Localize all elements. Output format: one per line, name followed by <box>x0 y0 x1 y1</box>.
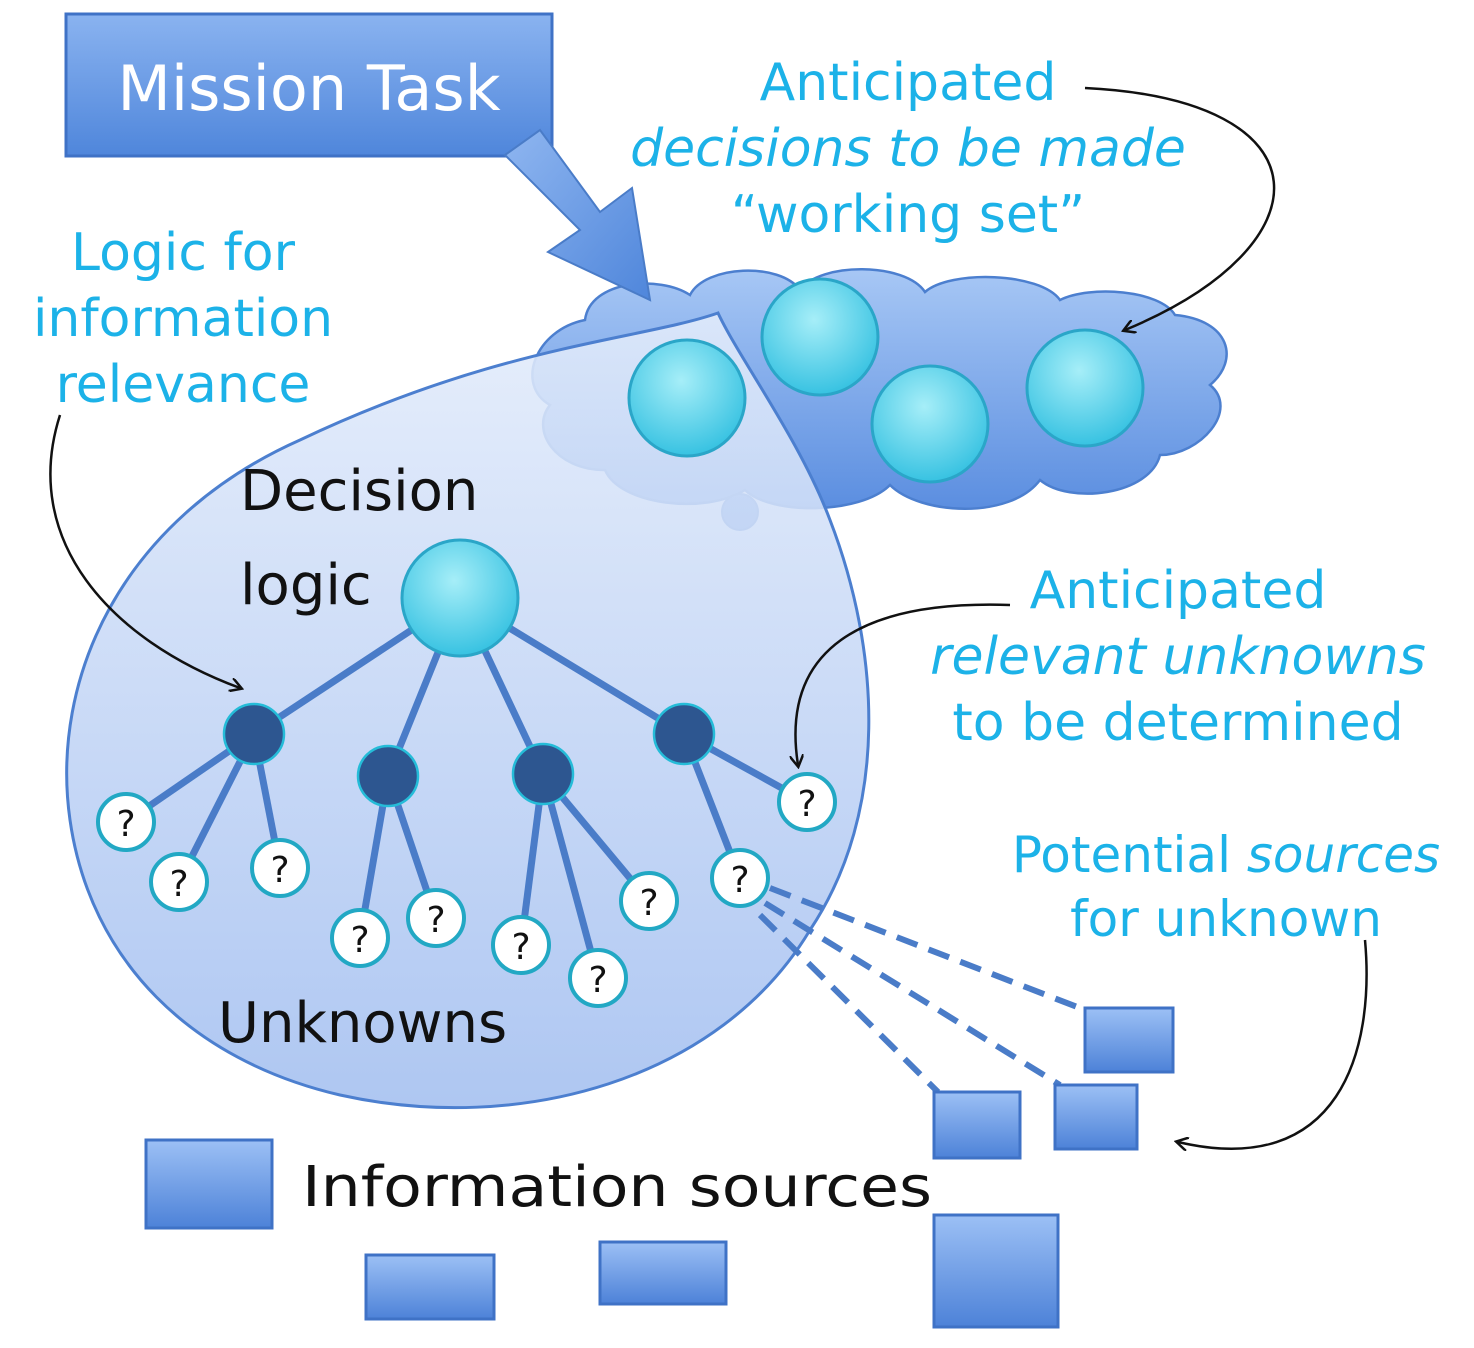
svg-text:Anticipated: Anticipated <box>1030 561 1327 621</box>
annotation-arrows <box>49 86 1368 1149</box>
svg-text:Potential sources: Potential sources <box>1012 826 1440 884</box>
information-source-box <box>1083 1006 1175 1074</box>
unknowns-annotation: Anticipated relevant unknowns to be dete… <box>930 561 1426 753</box>
svg-text:logic: logic <box>240 553 372 618</box>
unknowns-label: Unknowns <box>218 991 507 1056</box>
unknown-leaf: ? <box>330 908 390 968</box>
svg-text:relevant unknowns: relevant unknowns <box>930 627 1426 687</box>
legend-swatch <box>144 1138 274 1230</box>
mission-task-box: Mission Task <box>64 12 554 158</box>
root-decision-node <box>400 538 520 658</box>
svg-text:?: ? <box>350 920 369 961</box>
inner-node <box>356 744 420 808</box>
logic-annotation: Logic for information relevance <box>33 223 333 415</box>
decision-node <box>760 277 880 397</box>
decisions-annotation: Anticipated decisions to be made “workin… <box>630 53 1186 245</box>
unknown-leaf: ? <box>250 838 310 898</box>
inner-node <box>222 702 286 766</box>
svg-text:“working set”: “working set” <box>731 185 1085 245</box>
svg-text:?: ? <box>730 860 749 901</box>
information-source-box <box>932 1213 1060 1329</box>
unknown-leaves: ? ? ? ? ? ? ? ? ? ? <box>96 772 837 1008</box>
unknown-leaf: ? <box>777 772 837 832</box>
svg-text:for unknown: for unknown <box>1070 890 1382 948</box>
mission-task-label: Mission Task <box>117 52 500 125</box>
svg-text:?: ? <box>426 900 445 941</box>
unknown-leaf: ? <box>710 848 770 908</box>
information-source-box <box>598 1240 728 1306</box>
unknown-leaf: ? <box>96 792 156 852</box>
decision-logic-label: Decision logic <box>240 459 478 618</box>
svg-text:information: information <box>33 289 333 349</box>
svg-text:decisions to be made: decisions to be made <box>630 119 1186 179</box>
decision-node <box>870 364 990 484</box>
legend-label: Information sources <box>302 1155 932 1220</box>
sources-arrow <box>1178 939 1368 1149</box>
unknowns-arrow <box>795 603 1011 765</box>
decision-logic-bubble <box>65 311 871 1110</box>
svg-text:?: ? <box>797 784 816 825</box>
svg-text:?: ? <box>511 927 530 968</box>
information-source-box <box>932 1090 1022 1160</box>
information-source-boxes <box>144 1006 1175 1329</box>
unknown-leaf: ? <box>149 852 209 912</box>
svg-text:?: ? <box>116 804 135 845</box>
unknown-leaf: ? <box>568 948 628 1008</box>
svg-text:Decision: Decision <box>240 459 478 524</box>
svg-text:to be determined: to be determined <box>952 693 1403 753</box>
svg-text:?: ? <box>588 960 607 1001</box>
svg-text:Anticipated: Anticipated <box>760 53 1057 113</box>
inner-node <box>511 742 575 806</box>
unknown-leaf: ? <box>406 888 466 948</box>
svg-text:relevance: relevance <box>56 355 311 415</box>
information-source-box <box>364 1253 496 1321</box>
decision-nodes <box>627 277 1145 484</box>
mission-arrow <box>503 128 652 302</box>
source-links <box>757 885 1087 1095</box>
information-source-box <box>1053 1083 1139 1151</box>
svg-text:?: ? <box>169 864 188 905</box>
unknown-leaf: ? <box>619 871 679 931</box>
logic-arrow <box>49 414 240 688</box>
sources-annotation: Potential sources for unknown <box>1012 826 1440 948</box>
decision-node <box>627 338 747 458</box>
decision-node <box>1025 328 1145 448</box>
inner-node <box>652 702 716 766</box>
inner-nodes <box>222 702 716 808</box>
svg-text:?: ? <box>270 850 289 891</box>
decisions-arrow <box>1084 86 1276 330</box>
svg-text:?: ? <box>639 883 658 924</box>
svg-text:Logic for: Logic for <box>71 223 296 283</box>
unknown-leaf: ? <box>491 915 551 975</box>
